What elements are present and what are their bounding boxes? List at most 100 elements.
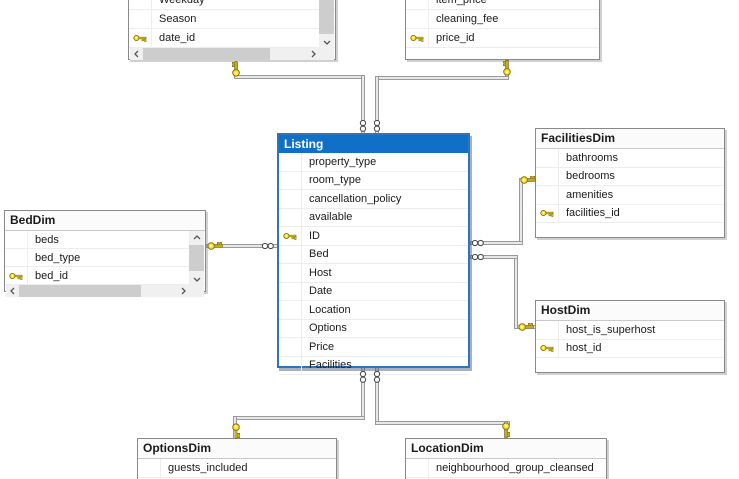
column-name: Facilities	[309, 359, 352, 372]
column-row[interactable]: date_id	[129, 29, 335, 48]
row-gutter	[138, 459, 161, 477]
relationship-options-listing[interactable]	[233, 416, 365, 420]
key-icon	[518, 322, 534, 332]
column-row[interactable]: ID	[279, 227, 468, 246]
column-name: Location	[309, 303, 351, 316]
column-name: property_type	[309, 155, 377, 168]
column-name: beds	[35, 233, 59, 246]
table-optionsdim[interactable]: OptionsDimguests_includedinstant_bookabl…	[137, 438, 337, 479]
scrollbar-track[interactable]	[19, 285, 176, 297]
column-name: Price	[309, 340, 335, 353]
relationship-date-listing[interactable]	[234, 75, 365, 79]
column-row[interactable]: cleaning_fee	[406, 10, 599, 29]
scrollbar-thumb[interactable]	[143, 48, 271, 60]
row-gutter	[5, 267, 28, 284]
column-row[interactable]: bathrooms	[536, 149, 724, 168]
row-gutter	[279, 338, 302, 356]
scrollbar-thumb[interactable]	[319, 0, 334, 34]
chevron-right-icon[interactable]	[176, 285, 189, 297]
table-title-facilitiesdim[interactable]: FacilitiesDim	[536, 129, 724, 149]
horizontal-scrollbar[interactable]	[130, 48, 319, 60]
scrollbar-corner	[189, 285, 204, 297]
column-row[interactable]: available	[279, 208, 468, 227]
column-row[interactable]: property_type	[279, 153, 468, 172]
column-row[interactable]: neighbourhood_group_cleansed	[406, 459, 606, 478]
row-gutter	[5, 231, 28, 248]
column-row[interactable]: host_is_superhost	[536, 321, 724, 340]
column-name: host_id	[566, 342, 602, 355]
chevron-up-icon[interactable]	[189, 231, 204, 244]
table-title-beddim[interactable]: BedDim	[5, 211, 205, 231]
column-name: cancellation_policy	[309, 192, 402, 205]
column-row[interactable]: facilities_id	[536, 204, 724, 223]
column-row[interactable]: Location	[279, 301, 468, 320]
infinity-icon	[471, 239, 485, 247]
vertical-scrollbar[interactable]	[189, 231, 204, 285]
scrollbar-thumb[interactable]	[19, 285, 142, 297]
row-gutter	[279, 282, 302, 300]
relationship-host-listing[interactable]	[514, 255, 518, 329]
chevron-down-icon[interactable]	[319, 35, 334, 48]
column-row[interactable]: item_price	[406, 0, 599, 10]
column-row[interactable]: Facilities	[279, 356, 468, 375]
column-row[interactable]: Host	[279, 264, 468, 283]
column-row[interactable]: Season	[129, 10, 335, 29]
column-row[interactable]: cancellation_policy	[279, 190, 468, 209]
relationship-facilities-listing[interactable]	[519, 178, 523, 245]
vertical-scrollbar[interactable]	[319, 0, 334, 48]
row-gutter	[5, 249, 28, 266]
column-row[interactable]: bed_type	[5, 249, 205, 267]
column-row[interactable]: bedrooms	[536, 167, 724, 186]
row-gutter	[536, 204, 559, 222]
relationship-price-listing[interactable]	[375, 76, 509, 80]
column-row[interactable]: Bed	[279, 245, 468, 264]
table-locationdim[interactable]: LocationDimneighbourhood_group_cleansedl…	[405, 438, 607, 479]
key-icon	[502, 60, 512, 76]
scrollbar-corner	[319, 48, 334, 60]
column-name: date_id	[159, 32, 196, 44]
column-name: bed_type	[35, 251, 81, 264]
column-row[interactable]: guests_included	[138, 459, 336, 478]
column-row[interactable]: price_id	[406, 29, 599, 48]
table-title-locationdim[interactable]: LocationDim	[406, 439, 606, 459]
row-gutter	[406, 10, 429, 28]
column-row[interactable]: Price	[279, 338, 468, 357]
relationship-location-listing[interactable]	[375, 421, 510, 425]
infinity-icon	[359, 370, 367, 384]
row-gutter	[279, 319, 302, 337]
chevron-left-icon[interactable]	[6, 285, 19, 297]
key-icon	[231, 423, 241, 439]
column-row[interactable]: amenities	[536, 186, 724, 205]
column-row[interactable]: room_type	[279, 171, 468, 190]
infinity-icon	[471, 253, 485, 261]
table-title-hostdim[interactable]: HostDim	[536, 301, 724, 321]
scrollbar-thumb[interactable]	[189, 245, 204, 271]
chevron-down-icon[interactable]	[189, 272, 204, 285]
table-beddim[interactable]: BedDim beds bed_type bed_id	[4, 210, 206, 297]
column-row[interactable]: Options	[279, 319, 468, 338]
row-gutter	[279, 190, 302, 208]
column-row[interactable]: Weekday	[129, 0, 335, 10]
column-row[interactable]: bed_id	[5, 267, 205, 285]
table-title-optionsdim[interactable]: OptionsDim	[138, 439, 336, 459]
column-row[interactable]: Date	[279, 282, 468, 301]
column-name: available	[309, 211, 353, 224]
relationship-facilities-listing[interactable]	[470, 241, 523, 245]
column-row[interactable]: host_id	[536, 339, 724, 358]
row-gutter	[129, 29, 152, 47]
table-listing[interactable]: Listing property_type room_type cancellatio…	[277, 133, 470, 375]
chevron-right-icon[interactable]	[306, 48, 319, 60]
column-name: price_id	[436, 32, 475, 44]
relationship-host-listing[interactable]	[470, 255, 518, 259]
scrollbar-track[interactable]	[143, 48, 306, 60]
column-row[interactable]: beds	[5, 231, 205, 249]
table-title-listing[interactable]: Listing	[279, 135, 468, 153]
row-gutter	[279, 245, 302, 263]
horizontal-scrollbar[interactable]	[6, 285, 189, 297]
row-gutter	[536, 149, 559, 167]
chevron-left-icon[interactable]	[130, 48, 143, 60]
